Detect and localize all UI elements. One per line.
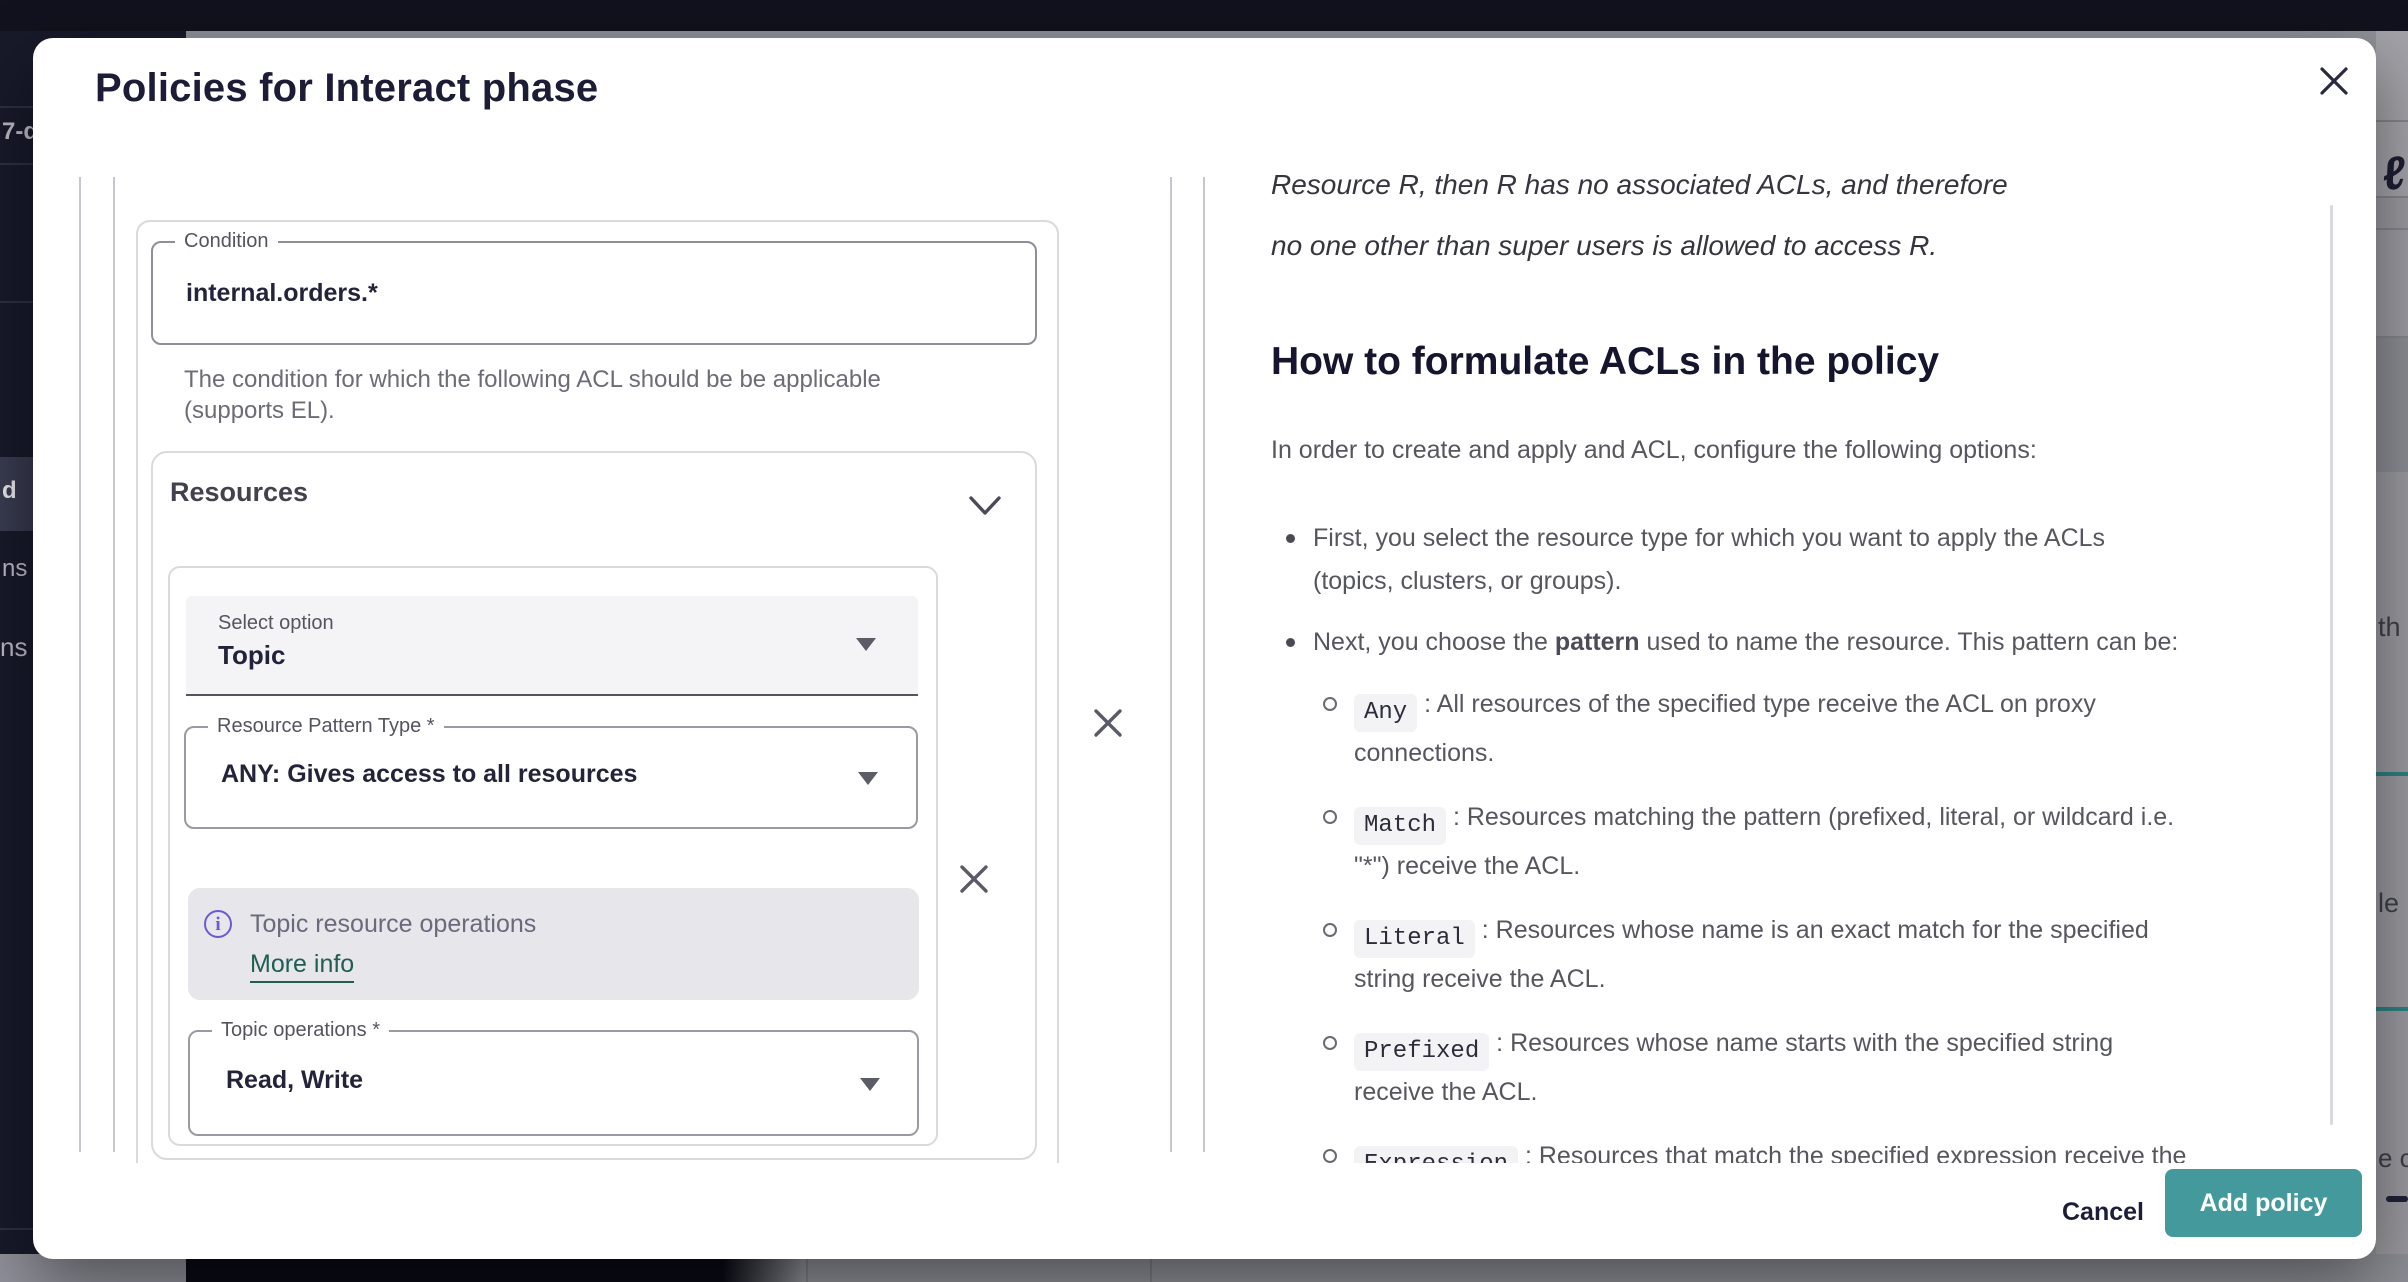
docs-panel-left-border [1203,177,1205,1152]
pattern-item-prefixed: Prefixed : Resources whose name starts w… [1323,1022,2363,1113]
topic-operations-label: Topic operations * [212,1019,389,1042]
pattern-item-literal: Literal : Resources whose name is an exa… [1323,909,2363,1000]
docs-bullet-2: Next, you choose the pattern used to nam… [1286,621,2363,1163]
docs-scrollbar[interactable] [2330,205,2333,1125]
sidebar-item-fragment: ns [2,555,28,582]
topic-operations-value: Read, Write [226,1066,364,1094]
condition-helper-line1: The condition for which the following AC… [184,366,881,393]
close-icon[interactable] [2317,64,2351,98]
condition-helper-line2: (supports EL). [184,397,335,424]
form-panel-right-border [1170,177,1172,1152]
background-dash [2386,1196,2408,1202]
condition-field[interactable]: Condition internal.orders.* [151,230,1037,345]
background-right-strip: ℓ th le e c [2376,31,2408,1254]
background-text-fragment: le [2378,888,2400,918]
docs-heading: How to formulate ACLs in the policy [1271,340,1940,383]
condition-label: Condition [175,230,278,253]
condition-helper: The condition for which the following AC… [184,364,964,426]
policies-dialog: Policies for Interact phase Condition in… [33,38,2376,1259]
docs-quote-line2: no one other than super users is allowed… [1271,230,1938,261]
resource-type-select[interactable]: Select option Topic [186,596,918,696]
background-text-fragment: e c [2378,1143,2408,1173]
dropdown-arrow-icon [856,638,876,651]
docs-bullet-1: First, you select the resource type for … [1286,517,2363,603]
docs-intro: In order to create and apply and ACL, co… [1271,436,2037,464]
dialog-title: Policies for Interact phase [95,66,599,110]
docs-quote: Resource R, then R has no associated ACL… [1271,150,2363,276]
resource-type-select-label: Select option [218,612,334,634]
docs-bullet-list: First, you select the resource type for … [1271,517,2363,1163]
topic-operations-select[interactable]: Topic operations * Read, Write [188,1019,919,1136]
info-title: Topic resource operations [250,910,537,938]
condition-input[interactable]: internal.orders.* [186,279,378,307]
code-chip: Expression [1354,1146,1519,1163]
background-text-fragment: th [2378,612,2401,642]
code-chip: Any [1354,694,1418,732]
background-column-line [806,1254,808,1282]
sidebar-item-fragment: ns [0,632,28,662]
pattern-list: Any : All resources of the specified typ… [1313,683,2363,1163]
docs-panel: Resource R, then R has no associated ACL… [1271,150,2363,1163]
form-panel-left-border [79,177,81,1152]
code-chip: Literal [1354,920,1475,958]
background-teal-divider [2376,1007,2408,1011]
cancel-button[interactable]: Cancel [2062,1198,2144,1226]
resource-type-select-value: Topic [218,640,286,670]
pattern-type-value: ANY: Gives access to all resources [221,760,638,788]
app-top-bar [0,0,2408,31]
chevron-down-icon[interactable] [968,495,1002,517]
dialog-body: Condition internal.orders.* The conditio… [33,150,2376,1163]
topic-operations-info: i Topic resource operations More info [188,888,919,1000]
resources-title: Resources [170,477,309,507]
pattern-type-select[interactable]: Resource Pattern Type * ANY: Gives acces… [184,715,918,829]
docs-quote-line1: Resource R, then R has no associated ACL… [1271,169,2008,200]
more-info-link[interactable]: More info [250,950,355,983]
code-chip: Prefixed [1354,1033,1490,1071]
dropdown-arrow-icon [858,772,878,785]
background-teal-divider [2376,772,2408,776]
form-panel-scrollbar[interactable] [113,177,115,1152]
sidebar-item-fragment: d [2,477,17,504]
pattern-type-label: Resource Pattern Type * [208,715,444,738]
pattern-item-match: Match : Resources matching the pattern (… [1323,796,2363,887]
add-policy-button[interactable]: Add policy [2165,1169,2362,1237]
remove-policy-icon[interactable] [1088,703,1128,743]
code-chip: Match [1354,807,1447,845]
pattern-item-expression: Expression : Resources that match the sp… [1323,1135,2363,1163]
dropdown-arrow-icon [860,1078,880,1091]
pattern-item-any: Any : All resources of the specified typ… [1323,683,2363,774]
background-column-line [1150,1254,1152,1282]
sidebar-item-fragment: 7-d [2,118,35,145]
remove-resource-icon[interactable] [955,860,993,898]
info-icon: i [204,910,232,938]
